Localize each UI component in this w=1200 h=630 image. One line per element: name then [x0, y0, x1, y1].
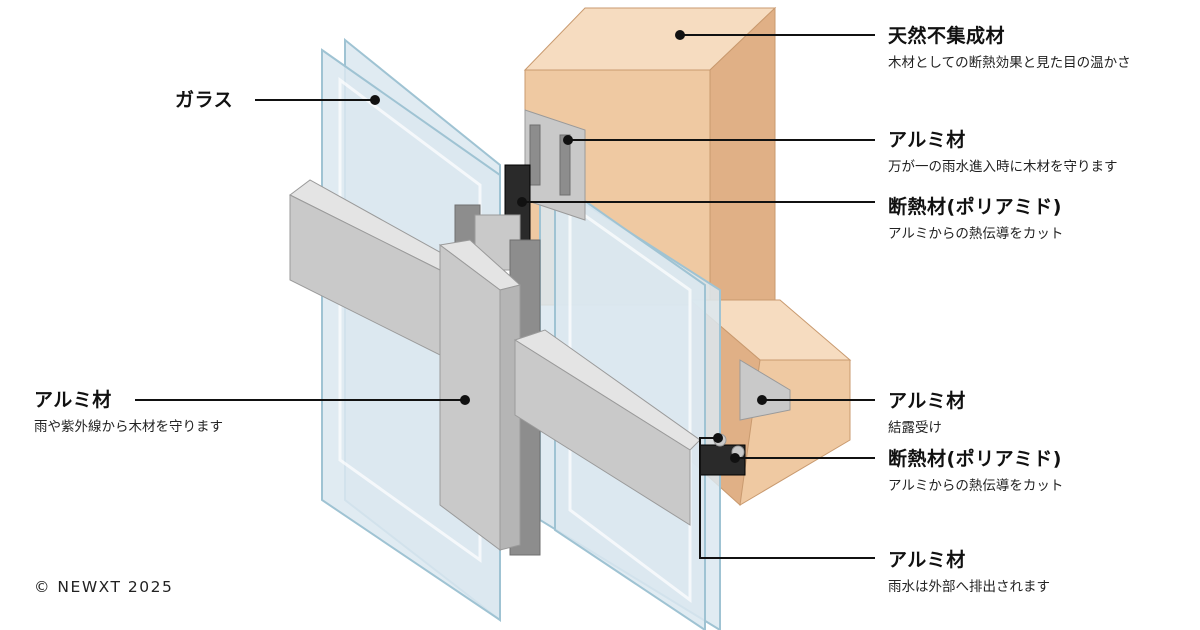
callout-desc: 万が一の雨水進入時に木材を守ります [888, 159, 1118, 175]
condensation-gutter [739, 359, 791, 421]
callout-title: 天然不集成材 [888, 25, 1006, 47]
vertical-cover-cap [438, 239, 522, 551]
copyright-notice: © NEWXT 2025 [34, 578, 174, 596]
leader-dot-thermal-2 [730, 453, 740, 463]
callout-title: 断熱材(ポリアミド) [888, 196, 1062, 218]
callout-desc: アルミからの熱伝導をカット [888, 478, 1064, 494]
callout-alu-inner: アルミ材 万が一の雨水進入時に木材を守ります [888, 128, 1118, 177]
callout-title: アルミ材 [888, 129, 966, 151]
callout-title: ガラス [175, 89, 234, 111]
leader-dot-alu-inner [563, 135, 573, 145]
leader-alu-drain [699, 437, 875, 559]
inner-aluminum-profile [524, 109, 586, 221]
leader-dot-wood [675, 30, 685, 40]
callout-desc: 雨水は外部へ排出されます [888, 579, 1050, 595]
callout-wood: 天然不集成材 木材としての断熱効果と見た目の温かさ [888, 24, 1131, 73]
leader-dot-alu-condensation [757, 395, 767, 405]
leader-dot-alu-drain [713, 433, 723, 443]
callout-thermal-break-1: 断熱材(ポリアミド) アルミからの熱伝導をカット [888, 195, 1063, 244]
horizontal-cover-left [289, 179, 446, 356]
callout-desc: アルミからの熱伝導をカット [888, 226, 1064, 242]
callout-alu-cover: アルミ材 雨や紫外線から木材を守ります [34, 388, 223, 437]
leader-lines [135, 30, 875, 559]
leader-dot-alu-cover [460, 395, 470, 405]
callout-alu-condensation: アルミ材 結露受け [888, 389, 966, 438]
callout-glass: ガラス [175, 88, 233, 112]
callout-alu-drain: アルミ材 雨水は外部へ排出されます [888, 548, 1050, 597]
callout-thermal-break-2: 断熱材(ポリアミド) アルミからの熱伝導をカット [888, 447, 1063, 496]
callout-desc: 結露受け [888, 420, 942, 436]
callout-title: アルミ材 [888, 549, 966, 571]
callout-title: アルミ材 [888, 390, 966, 412]
callout-title: 断熱材(ポリアミド) [888, 448, 1062, 470]
callout-title: アルミ材 [34, 389, 112, 411]
callout-desc: 木材としての断熱効果と見た目の温かさ [888, 55, 1131, 71]
leader-dot-thermal-1 [517, 197, 527, 207]
leader-dot-glass [370, 95, 380, 105]
callout-desc: 雨や紫外線から木材を守ります [34, 419, 223, 435]
